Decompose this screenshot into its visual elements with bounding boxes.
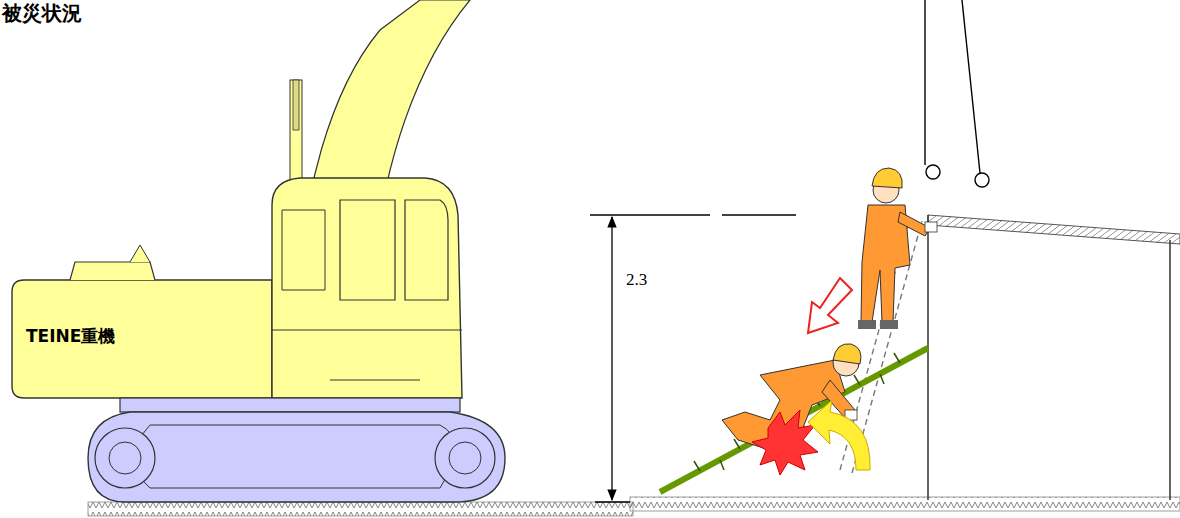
diagram-title: 被災状況: [2, 0, 82, 27]
worker-standing: [858, 168, 937, 329]
cab-door: [282, 210, 325, 290]
dimension-tick: [595, 501, 630, 502]
track-wheel: [95, 428, 155, 488]
rotation-arrow: [808, 400, 870, 470]
track-wheel: [435, 428, 495, 488]
building-wall: [1169, 240, 1171, 500]
cab-window: [340, 200, 395, 300]
dimension-value: 2.3: [626, 270, 647, 290]
dimension-line: [611, 217, 612, 500]
excavator-label-box: TEINE重機: [26, 318, 226, 354]
crawler-track: [88, 412, 505, 502]
engine-hood: [70, 262, 155, 280]
pole: [660, 348, 928, 492]
excavator-cab: [272, 178, 462, 398]
ground: [630, 497, 1180, 511]
fall-arrow: [808, 278, 852, 333]
cab-window: [405, 200, 448, 300]
cab-line: [272, 330, 462, 331]
roof: [928, 215, 1180, 244]
impact-mark: [752, 410, 818, 475]
track-hub: [109, 442, 141, 474]
building-wall: [927, 215, 929, 500]
cab-line: [330, 380, 420, 381]
exhaust: [130, 245, 150, 262]
ground: [88, 502, 633, 516]
track-frame: [134, 425, 455, 488]
crane-rope: [962, 0, 980, 173]
crane-hook: [926, 165, 940, 179]
excavator-body: [12, 280, 272, 398]
hydraulic-cylinder: [290, 80, 302, 190]
cylinder-rod: [293, 80, 299, 130]
swing-base: [120, 398, 460, 412]
crane-hook: [975, 173, 989, 187]
crane-rope: [924, 0, 925, 165]
machine-name: TEINE重機: [26, 325, 115, 348]
dimension-tick: [590, 214, 710, 215]
track-hub: [449, 442, 481, 474]
dimension-tick: [722, 214, 796, 215]
